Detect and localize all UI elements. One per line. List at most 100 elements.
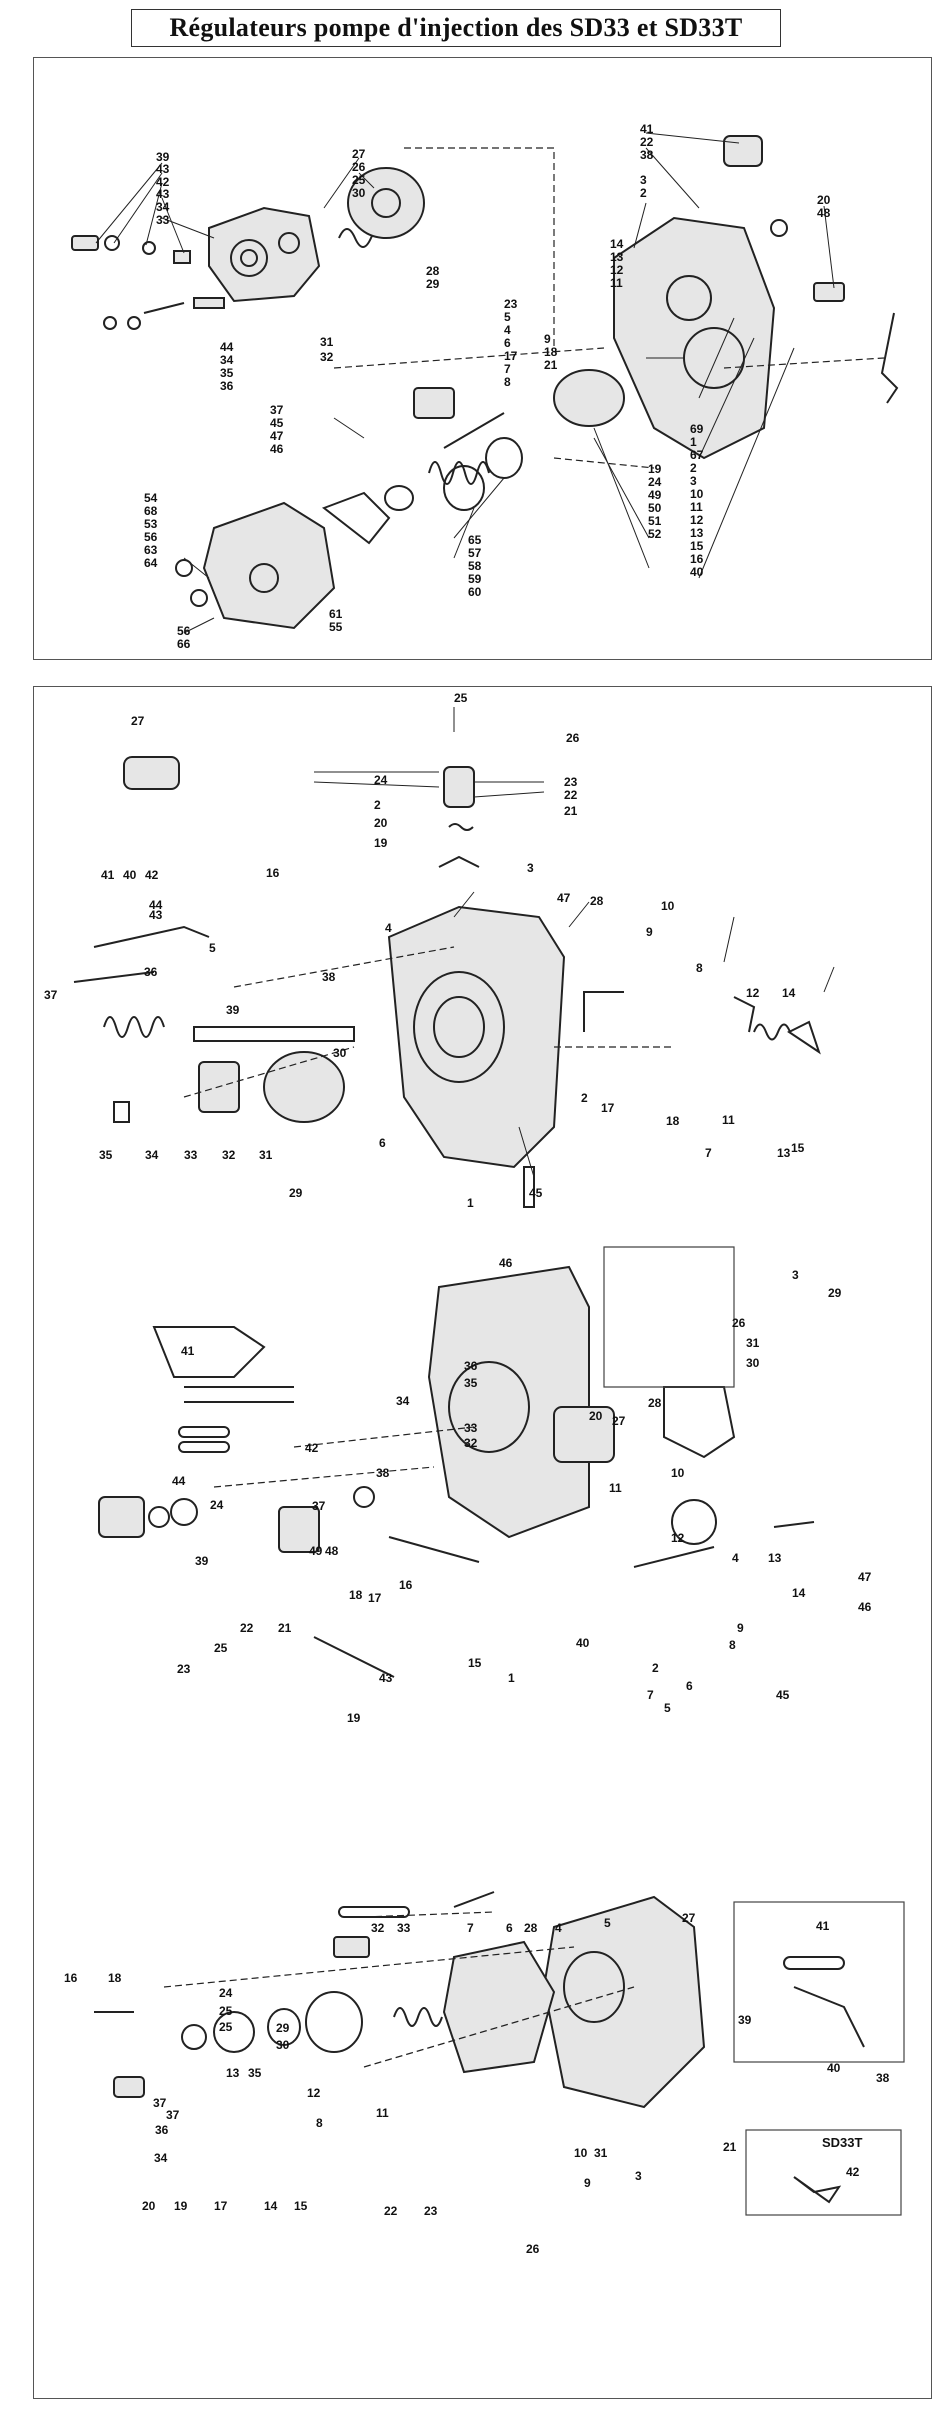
diagram1-parts [71, 135, 899, 630]
diagram4-callout: 30 [276, 2038, 290, 2052]
diagram2-callout: 26 [566, 731, 580, 745]
diagram1-callout: 63 [144, 543, 158, 557]
diagram2-callout: 2 [581, 1091, 588, 1105]
diagram4-callout: 32 [371, 1921, 385, 1935]
diagram2-callout: 42 [145, 868, 159, 882]
diagram3-callout: 15 [468, 1656, 482, 1670]
diagram3-callouts: 4136353433323837484942443924212225231816… [172, 1268, 872, 1725]
diagram2-callout: 45 [529, 1186, 543, 1200]
diagram4-callout: 7 [467, 1921, 474, 1935]
diagram1-callout: 12 [610, 263, 624, 277]
diagram1-callout: 46 [270, 442, 284, 456]
diagram1-callout: 27 [352, 147, 366, 161]
diagram1-callout: 38 [640, 148, 654, 162]
diagram4-callout: 29 [276, 2021, 290, 2035]
diagram3-callout: 47 [858, 1570, 872, 1584]
diagram2-callout: 22 [564, 788, 578, 802]
diagram2-callout: 28 [590, 894, 604, 908]
diagram2-callout: 8 [696, 961, 703, 975]
diagram1-callout: 11 [690, 500, 703, 514]
diagram1-callout: 66 [177, 637, 191, 651]
diagram3-callout: 8 [729, 1638, 736, 1652]
diagram1-callout: 16 [690, 552, 704, 566]
diagram1-callout: 57 [468, 546, 482, 560]
diagram1-callout: 56 [144, 530, 158, 544]
diagram2-callout: 18 [666, 1114, 680, 1128]
diagram3-callout: 28 [648, 1396, 662, 1410]
diagram4-callout: 23 [424, 2204, 438, 2218]
diagram1-callout: 34 [156, 200, 170, 214]
diagram1-callout: 60 [468, 585, 482, 599]
diagram3-callout: 37 [312, 1499, 326, 1513]
diagram2-leaders [313, 707, 835, 1178]
diagram3-callout: 25 [214, 1641, 228, 1655]
diagram1-callout: 32 [320, 350, 334, 364]
diagram1-callout: 17 [504, 349, 518, 363]
diagram1-callout: 36 [220, 379, 234, 393]
diagram4-callout: 24 [219, 1986, 233, 2000]
diagram3-callout: 5 [664, 1701, 671, 1715]
diagram3-callout: 38 [376, 1466, 390, 1480]
diagram2-callout: 14 [782, 986, 796, 1000]
exploded-diagram-2: 2526272423222122019347162810941404244435… [44, 691, 905, 2256]
diagram1-callout: 2 [640, 186, 647, 200]
diagram1-callout: 33 [156, 213, 170, 227]
diagram4-callout: 14 [264, 2199, 278, 2213]
diagram1-callout: 6 [504, 336, 511, 350]
diagram3-callout: 12 [671, 1531, 685, 1545]
diagram2-callout: 11 [722, 1113, 735, 1127]
diagram2-callout: 44 [149, 898, 163, 912]
diagram1-callout: 30 [352, 186, 366, 200]
diagram1-callout: 40 [690, 565, 704, 579]
diagram1-callout: 22 [640, 135, 654, 149]
diagram3-callout: 35 [464, 1376, 478, 1390]
diagram1-callout: 13 [690, 526, 704, 540]
diagram3-callout: 9 [737, 1621, 744, 1635]
diagram4-callout: 37 [153, 2096, 167, 2110]
diagram3-callout: 4 [732, 1551, 739, 1565]
diagram2-callout: 5 [209, 941, 216, 955]
diagram2-callout: 33 [184, 1148, 198, 1162]
diagram1-callout: 2 [690, 461, 697, 475]
diagram2-callout: 47 [557, 891, 571, 905]
diagram1-callout: 61 [329, 607, 343, 621]
diagram3-callout: 11 [609, 1481, 622, 1495]
diagram4-callout: 39 [738, 2013, 752, 2027]
diagram3-callout: 40 [576, 1636, 590, 1650]
diagram2-callout: 3 [527, 861, 534, 875]
diagram1-callout: 23 [504, 297, 518, 311]
diagram1-callout: 12 [690, 513, 704, 527]
diagram2-callout: 32 [222, 1148, 236, 1162]
diagram3-callout: 22 [240, 1621, 254, 1635]
diagram1-callout: 43 [156, 187, 170, 201]
diagram4-callout: 35 [248, 2066, 262, 2080]
diagram2-callout: 7 [705, 1146, 712, 1160]
diagram4-callout: 15 [294, 2199, 308, 2213]
diagram3-callout: 30 [746, 1356, 760, 1370]
diagram4-callout: 42 [846, 2165, 860, 2179]
diagram2-callout: 15 [791, 1141, 805, 1155]
diagram3-callout: 3 [792, 1268, 799, 1282]
diagram2-callout: 39 [226, 1003, 240, 1017]
diagram1-callout: 55 [329, 620, 343, 634]
diagram3-callout: 46 [858, 1600, 872, 1614]
diagram4-callout: 17 [214, 2199, 228, 2213]
diagram3-callout: 6 [686, 1679, 693, 1693]
diagram4-callout: 11 [376, 2106, 389, 2120]
diagram2-callout: 29 [289, 1186, 303, 1200]
diagram1-callout: 65 [468, 533, 482, 547]
diagram1-callout: 8 [504, 375, 511, 389]
diagram4-callout: 5 [604, 1916, 611, 1930]
diagram1-callout: 4 [504, 323, 511, 337]
diagram1-callout: 10 [690, 487, 704, 501]
diagram3-callout: 13 [768, 1551, 782, 1565]
diagram4-callout: 18 [108, 1971, 122, 1985]
diagram4-callout: 41 [816, 1919, 830, 1933]
diagram3-callout: 27 [612, 1414, 626, 1428]
inset-label: SD33T [822, 2135, 863, 2150]
diagram3-callout: 41 [181, 1344, 195, 1358]
diagram3-callout: 20 [589, 1409, 603, 1423]
diagram2-callout: 25 [454, 691, 468, 705]
diagram2-callout: 40 [123, 868, 137, 882]
